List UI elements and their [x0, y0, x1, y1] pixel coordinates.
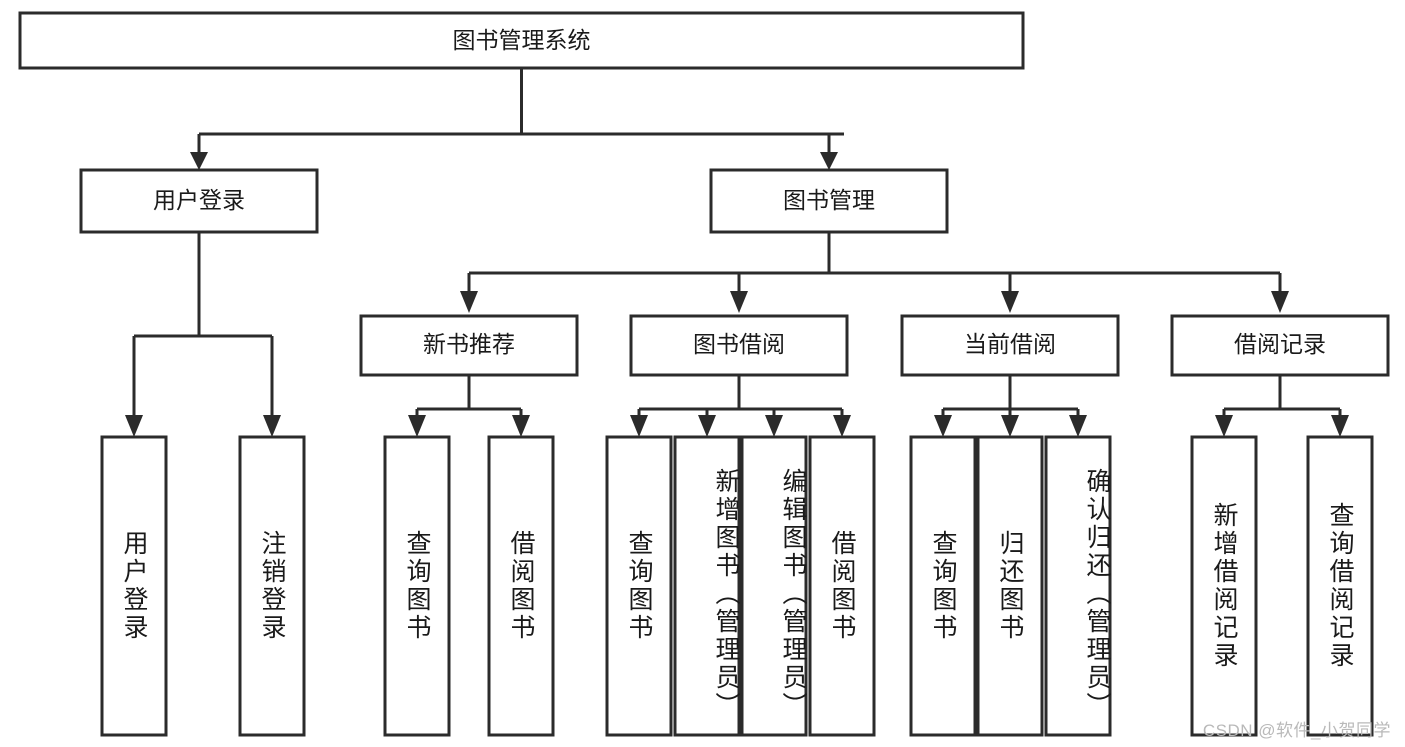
leaf-box-query-book-1[interactable]	[383, 435, 451, 737]
leaf-box-query-book-2[interactable]	[605, 435, 673, 737]
connector-group-new-book-recommend	[408, 375, 530, 437]
arrow-head-leaf-confirm-return	[1069, 415, 1087, 437]
arrow-head-borrow-record	[1271, 291, 1289, 313]
node-borrow-record-box[interactable]	[1170, 314, 1390, 377]
node-book-management[interactable]: 图书管理	[709, 168, 949, 234]
arrow-head-leaf-borrow-book-1	[512, 415, 530, 437]
node-new-book-recommend[interactable]: 新书推荐	[359, 314, 579, 377]
arrow-head-book-borrow	[730, 291, 748, 313]
node-user-login[interactable]: 用户登录	[79, 168, 319, 234]
leaf-box-borrow-book-2[interactable]	[808, 435, 876, 737]
leaf-box-add-record[interactable]	[1190, 435, 1258, 737]
arrow-head-leaf-query-book-3	[934, 415, 952, 437]
arrow-head-leaf-query-book-1	[408, 415, 426, 437]
leaf-box-query-book-3[interactable]	[909, 435, 977, 737]
node-book-management-label: 图书管理	[783, 187, 875, 213]
node-root-box[interactable]	[18, 11, 1025, 70]
arrow-head-leaf-add-record	[1215, 415, 1233, 437]
node-user-login-label: 用户登录	[153, 187, 245, 213]
leaf-box-query-record[interactable]	[1306, 435, 1374, 737]
leaf-box-user-login[interactable]	[100, 435, 168, 737]
arrow-head-book-management	[820, 152, 838, 170]
node-current-borrow-label: 当前借阅	[964, 331, 1056, 357]
connector-group-current-borrow	[934, 375, 1087, 437]
arrow-head-leaf-logout-login	[263, 415, 281, 437]
connector-group-book-management	[460, 232, 1289, 313]
node-borrow-record-label: 借阅记录	[1234, 331, 1326, 357]
node-book-borrow-label: 图书借阅	[693, 331, 785, 357]
arrow-head-leaf-add-book	[698, 415, 716, 437]
node-root-label: 图书管理系统	[453, 27, 591, 53]
node-new-book-recommend-label: 新书推荐	[423, 331, 515, 357]
connector-group-root	[190, 68, 844, 170]
node-book-management-box[interactable]	[709, 168, 949, 234]
leaf-box-confirm-return[interactable]	[1044, 435, 1112, 737]
arrow-head-current-borrow	[1001, 291, 1019, 313]
leaf-box-add-book[interactable]	[673, 435, 741, 737]
connector-group-book-borrow	[630, 375, 851, 437]
arrow-head-leaf-user-login	[125, 415, 143, 437]
connector-group-user-login	[125, 232, 281, 437]
arrow-head-user-login	[190, 152, 208, 170]
arrow-head-leaf-query-book-2	[630, 415, 648, 437]
node-user-login-box[interactable]	[79, 168, 319, 234]
node-borrow-record[interactable]: 借阅记录	[1170, 314, 1390, 377]
node-book-borrow-box[interactable]	[629, 314, 849, 377]
connector-group-borrow-record	[1215, 375, 1349, 437]
leaf-box-borrow-book-1[interactable]	[487, 435, 555, 737]
node-current-borrow-box[interactable]	[900, 314, 1120, 377]
leaf-box-return-book[interactable]	[976, 435, 1044, 737]
arrow-head-leaf-edit-book	[765, 415, 783, 437]
arrow-head-leaf-borrow-book-2	[833, 415, 851, 437]
arrow-head-leaf-return-book	[1001, 415, 1019, 437]
node-root[interactable]: 图书管理系统	[18, 11, 1025, 70]
leaf-box-edit-book[interactable]	[740, 435, 808, 737]
node-book-borrow[interactable]: 图书借阅	[629, 314, 849, 377]
leaf-box-logout-login[interactable]	[238, 435, 306, 737]
csdn-watermark: CSDN @软件_小贺同学	[1202, 721, 1391, 740]
arrow-head-new-book-recommend	[460, 291, 478, 313]
arrow-head-leaf-query-record	[1331, 415, 1349, 437]
node-current-borrow[interactable]: 当前借阅	[900, 314, 1120, 377]
node-new-book-recommend-box[interactable]	[359, 314, 579, 377]
